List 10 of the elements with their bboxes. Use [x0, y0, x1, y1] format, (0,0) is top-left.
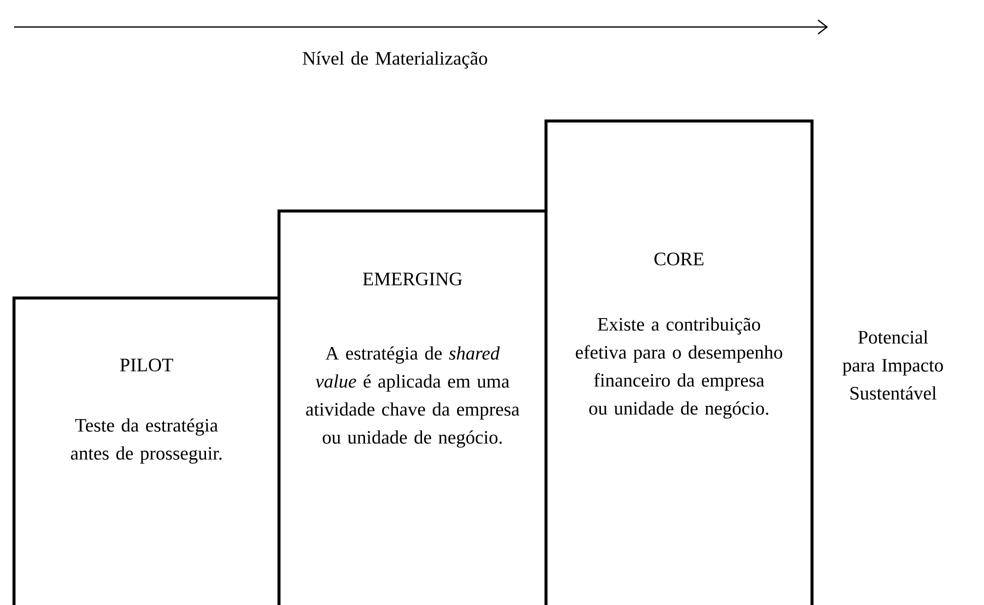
stage-box: [544, 120, 814, 605]
stage-heading: PILOT: [120, 358, 174, 372]
axis-label: Potencial para Impacto Sustentável: [842, 330, 943, 400]
stage-description: A estratégia de shared value é aplicada em uma atividade chave da empresa ou unidade de negócio.: [306, 346, 520, 448]
stage-heading: CORE: [654, 252, 704, 266]
stage-description: Existe a contribuição efetiva para o desempenho financeiro da empresa ou unidade de negócio.: [576, 317, 782, 419]
stage-heading: EMERGING: [362, 272, 462, 286]
axis-label: Nível de Materialização: [302, 51, 488, 69]
stage-description: Teste da estratégia antes de prosseguir.: [70, 418, 222, 464]
stage-box: [12, 296, 280, 605]
